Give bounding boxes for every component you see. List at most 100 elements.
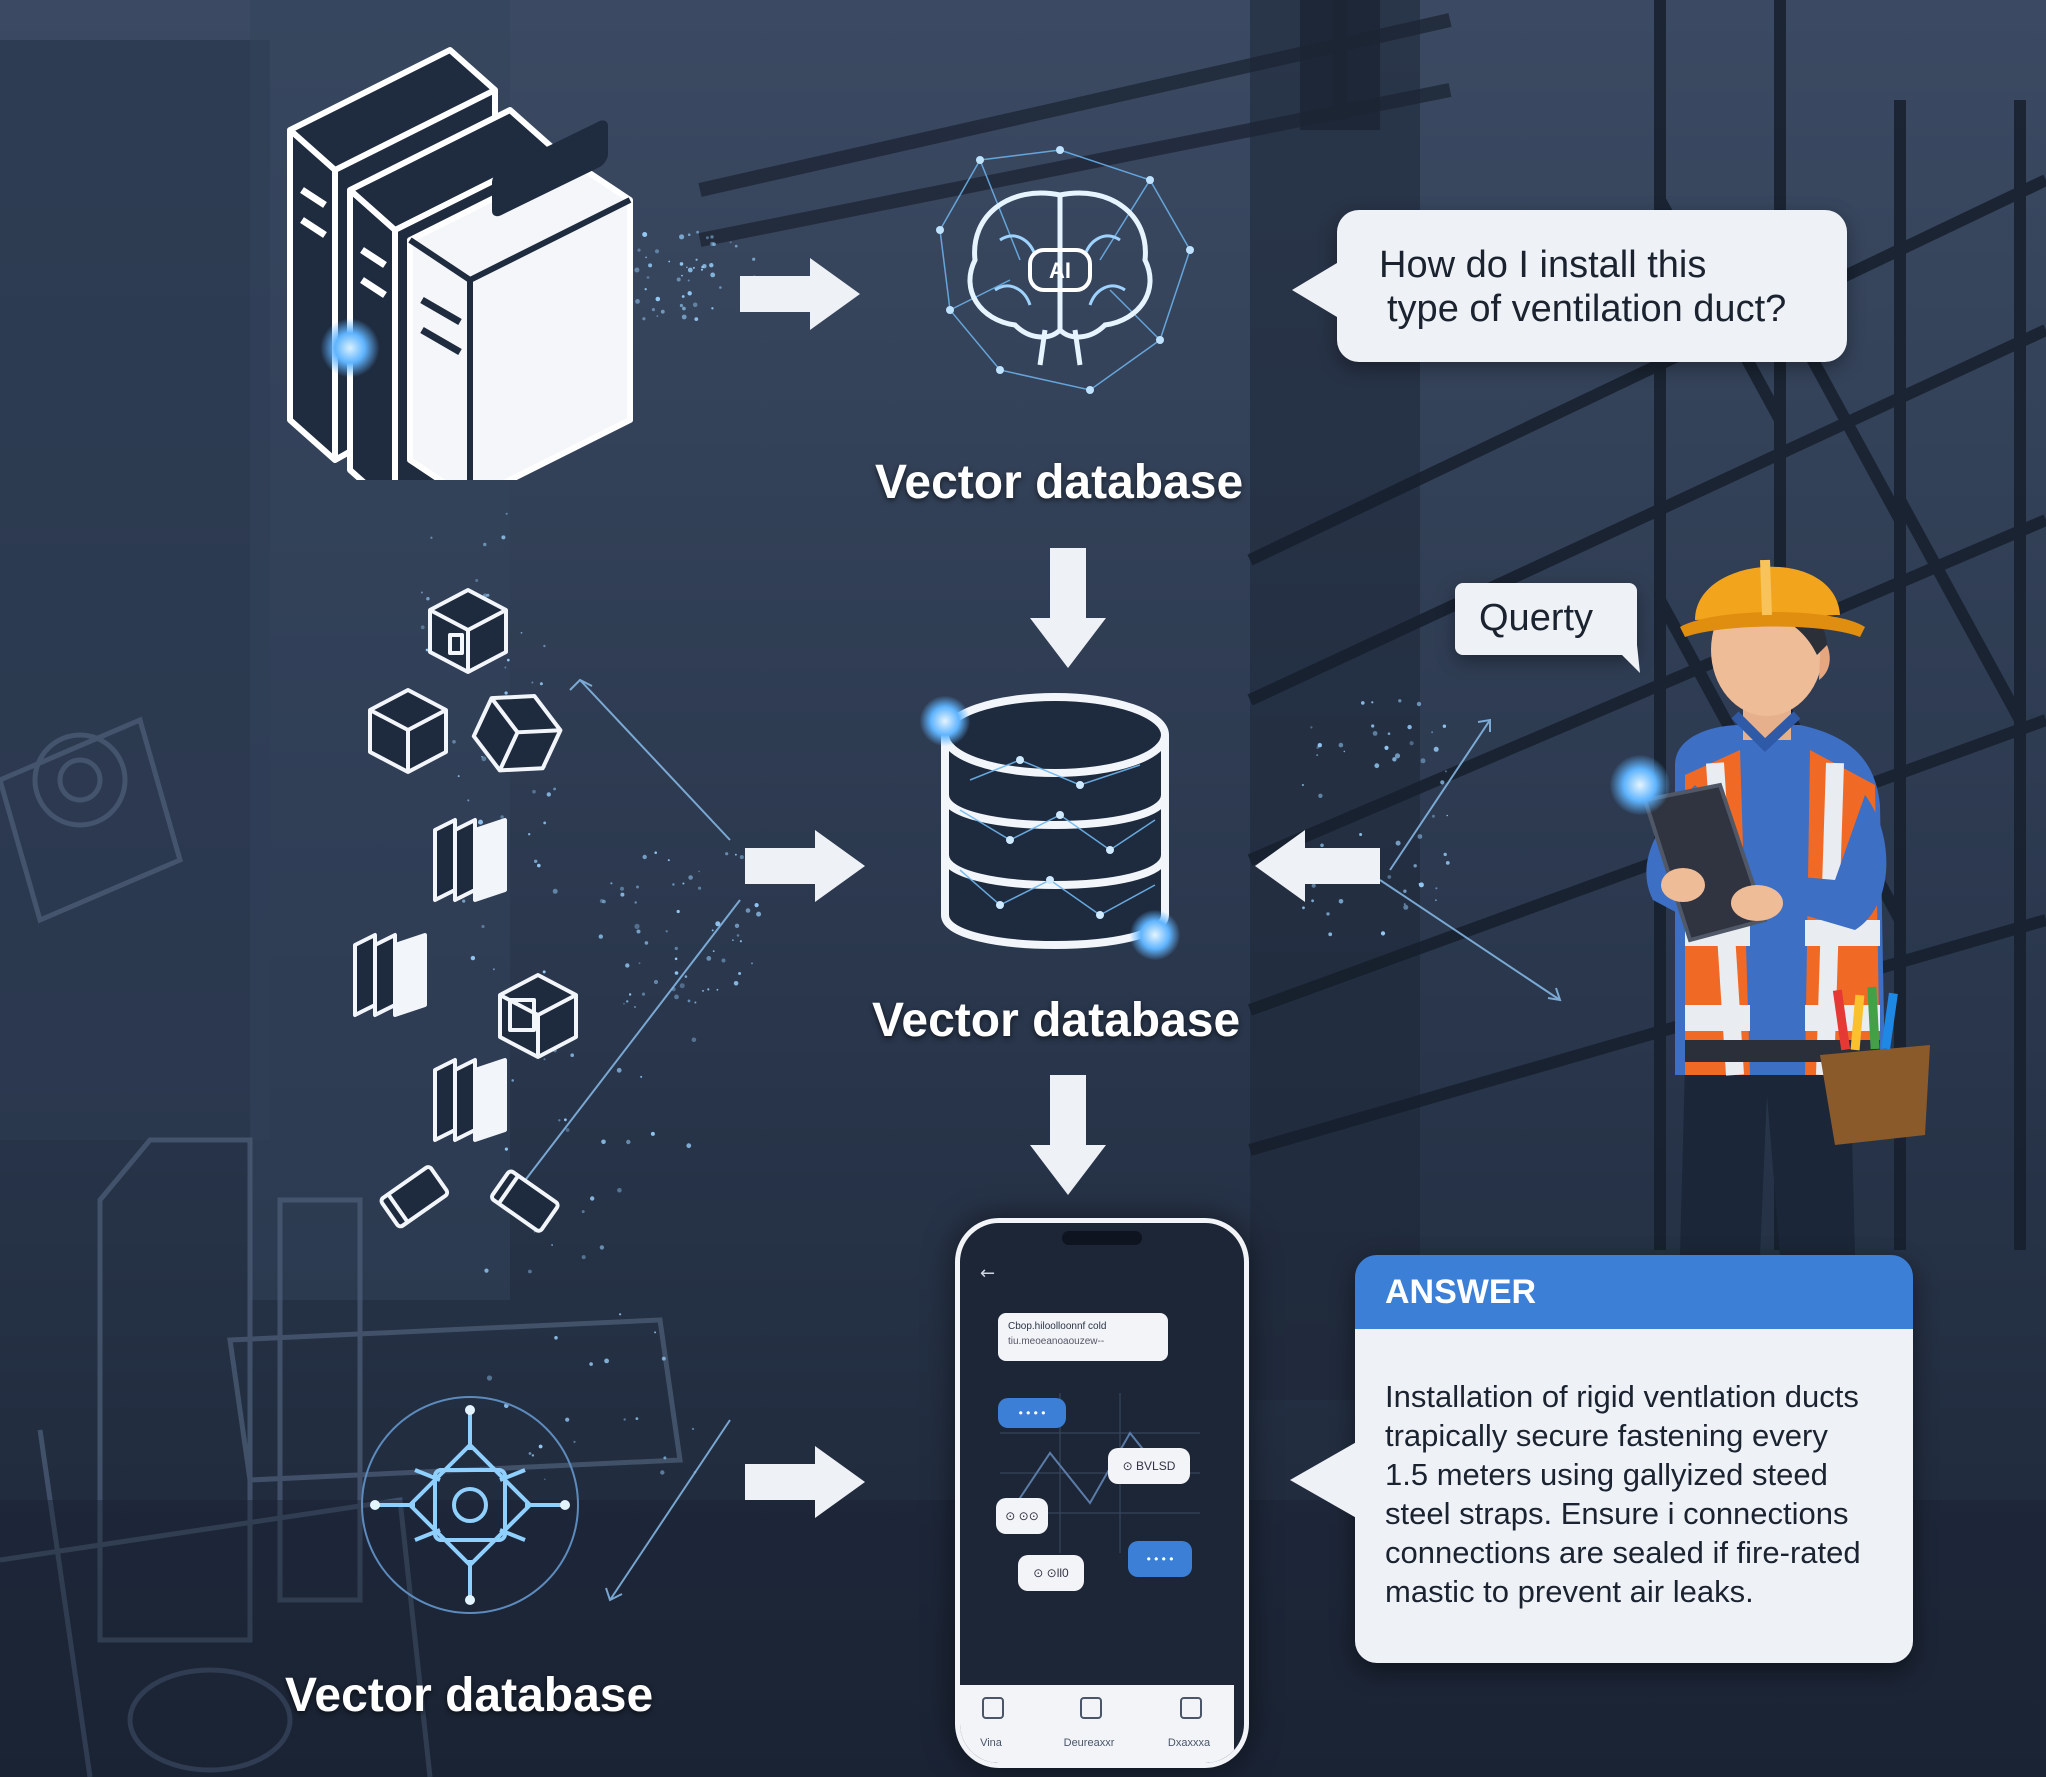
particle-dot xyxy=(719,286,722,289)
nav-alert-icon[interactable] xyxy=(1180,1697,1202,1719)
particle-dot xyxy=(616,1067,622,1073)
particle-dot xyxy=(711,307,714,310)
particle-dot xyxy=(1403,903,1406,906)
particle-dot xyxy=(712,242,716,246)
nav-chat-icon[interactable] xyxy=(1080,1697,1102,1719)
particle-dot xyxy=(637,248,641,252)
particle-dot xyxy=(644,288,647,291)
particle-dot xyxy=(660,1470,665,1475)
mini-book-icon xyxy=(490,1169,560,1233)
particle-dot xyxy=(679,983,685,989)
particle-dot xyxy=(531,1454,535,1457)
particle-dot xyxy=(1371,724,1375,728)
arrow-worker-to-database xyxy=(1255,830,1380,902)
particle-dot xyxy=(1403,889,1407,893)
particle-dot xyxy=(626,1139,631,1145)
particle-dot xyxy=(1417,834,1423,839)
particle-dot xyxy=(681,274,683,277)
particle-dot xyxy=(544,1478,546,1481)
particle-dot xyxy=(710,235,714,239)
particle-dot xyxy=(1310,726,1313,729)
particle-dot xyxy=(501,535,506,540)
particle-dot xyxy=(1413,864,1417,868)
particle-dot xyxy=(528,1269,532,1274)
particle-dot xyxy=(729,241,732,244)
particle-dot xyxy=(1387,875,1392,879)
particle-dot xyxy=(655,296,661,302)
particle-dot xyxy=(1435,899,1437,902)
particle-dot xyxy=(1407,724,1412,730)
particle-dot xyxy=(531,681,534,684)
particle-dot xyxy=(676,909,680,914)
particle-dot xyxy=(617,1188,622,1193)
particle-dot xyxy=(551,1244,553,1246)
particle-dot xyxy=(734,244,738,248)
particle-dot xyxy=(543,644,546,648)
particle-dot xyxy=(752,257,756,261)
question-bubble: How do I install this type of ventilatio… xyxy=(1337,210,1847,362)
particle-dot xyxy=(1420,758,1426,764)
particle-dot xyxy=(642,232,648,237)
particle-dot xyxy=(599,1245,605,1250)
tablet-glow xyxy=(1610,755,1670,815)
particle-dot xyxy=(486,1375,493,1381)
particle-dot xyxy=(1409,741,1414,746)
particle-dot xyxy=(674,994,679,1000)
particle-dot xyxy=(1374,763,1380,769)
arrow-chip-to-phone xyxy=(745,1446,865,1518)
particle-dot xyxy=(504,666,507,669)
particle-dot xyxy=(654,249,660,254)
particle-dot xyxy=(528,833,531,836)
particle-dot xyxy=(686,266,688,269)
particle-dot xyxy=(635,299,640,304)
particle-dot xyxy=(625,963,630,968)
particle-dot xyxy=(558,1119,561,1122)
particle-dot xyxy=(651,308,656,312)
particle-dot xyxy=(542,970,546,974)
nav-label[interactable]: Deureaxxr xyxy=(1063,1737,1115,1749)
particle-dot xyxy=(467,799,470,802)
particle-dot xyxy=(564,1118,567,1122)
particle-dot xyxy=(1416,701,1422,707)
chat-bubble-blue: • • • • xyxy=(1128,1541,1192,1577)
particle-dot xyxy=(695,258,698,261)
back-arrow-icon[interactable]: ← xyxy=(980,1263,996,1284)
phone-notch xyxy=(1062,1231,1142,1245)
particle-dot xyxy=(1311,883,1316,888)
particle-dot xyxy=(745,908,751,913)
particle-dot xyxy=(570,1053,574,1057)
arrow-books-to-brain xyxy=(740,258,860,330)
particle-dot xyxy=(492,968,495,971)
particle-dot xyxy=(623,1418,626,1421)
particle-dot xyxy=(1435,887,1438,890)
mini-books-icon xyxy=(433,818,507,902)
nav-label[interactable]: Dxaxxxa xyxy=(1167,1737,1211,1749)
particle-dot xyxy=(667,859,670,862)
particle-dot xyxy=(539,682,543,686)
particle-dot xyxy=(481,756,487,762)
particle-dot xyxy=(553,787,556,791)
particle-dot xyxy=(679,303,684,308)
nav-home-icon[interactable] xyxy=(982,1697,1004,1719)
particle-dot xyxy=(1446,814,1448,817)
query-text: Querty xyxy=(1479,597,1594,639)
query-bubble: Querty xyxy=(1455,583,1637,655)
document-chunks xyxy=(353,588,578,1233)
cube-chunk-icon xyxy=(471,694,563,773)
particle-dot xyxy=(679,234,685,240)
particle-dot xyxy=(534,859,538,863)
particle-dot xyxy=(1431,814,1435,818)
chat-bubble-blue: • • • • xyxy=(998,1398,1066,1428)
nav-label[interactable]: Vina xyxy=(980,1737,1002,1749)
particle-dot xyxy=(425,648,429,652)
arrow-database-to-phone xyxy=(1030,1075,1106,1195)
particle-dot xyxy=(660,309,665,314)
particle-dot xyxy=(1418,883,1421,885)
particle-dot xyxy=(688,875,693,880)
particle-dot xyxy=(663,1456,667,1460)
particle-dot xyxy=(1398,699,1402,703)
particle-dot xyxy=(1431,731,1434,734)
particle-dot xyxy=(682,882,685,885)
particle-dot xyxy=(1445,861,1450,865)
particle-dot xyxy=(475,579,479,582)
